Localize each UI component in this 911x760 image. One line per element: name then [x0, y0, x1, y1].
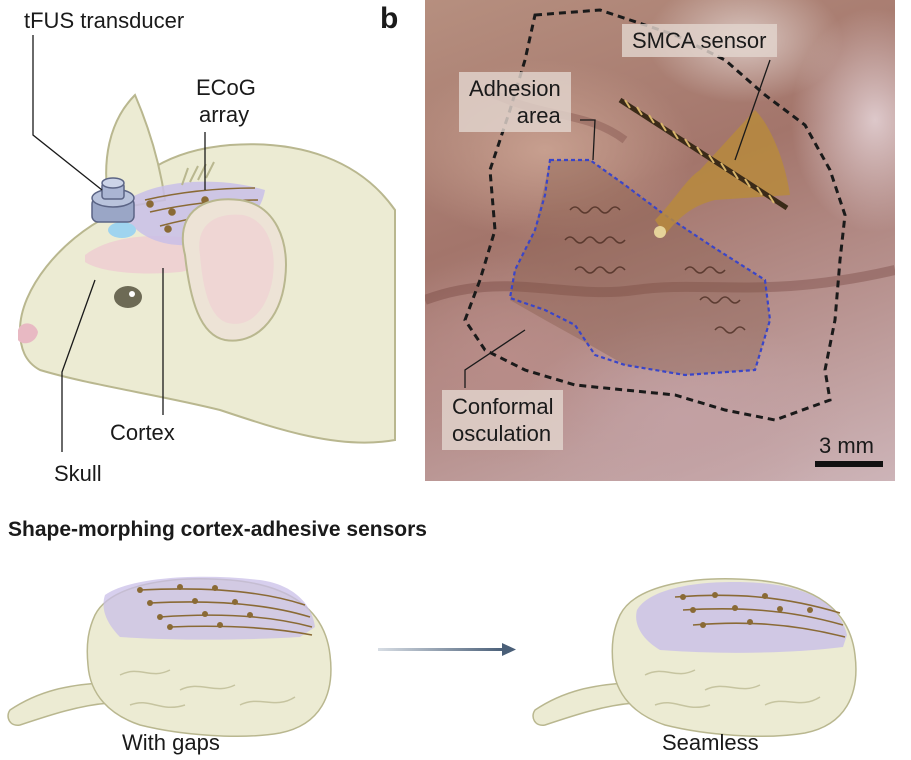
panel-b-letter: b [380, 2, 399, 35]
brain-seamless [532, 578, 857, 738]
scale-bar [815, 461, 883, 467]
scale-bar-label: 3 mm [819, 433, 874, 458]
section-title: Shape-morphing cortex-adhesive sensors [8, 518, 427, 541]
mouse-eye [114, 286, 142, 308]
skull-label: Skull [54, 461, 102, 486]
adhesion-area-label: Adhesion area [459, 72, 571, 132]
skull-region [85, 235, 208, 274]
transducer-label: tFUS transducer [24, 8, 185, 33]
smca-sensor-label: SMCA sensor [622, 24, 777, 57]
photo-overlay [425, 8, 895, 467]
mouse-head-illustration [18, 35, 396, 452]
ecog-label-line1: ECoG [196, 75, 256, 100]
seamless-caption: Seamless [662, 730, 759, 755]
ecog-label-line2: array [199, 102, 250, 127]
transition-arrow [378, 643, 516, 656]
tfus-transducer-icon [91, 177, 136, 238]
cortex-label: Cortex [110, 420, 175, 445]
with-gaps-caption: With gaps [122, 730, 220, 755]
conformal-osculation-label: Conformal osculation [442, 390, 564, 450]
smca-sensor-connector [618, 97, 790, 238]
mouse-nose [18, 323, 38, 344]
sensor-film [510, 160, 770, 375]
brain-with-gaps [7, 576, 332, 738]
conformal-outline [463, 8, 847, 422]
